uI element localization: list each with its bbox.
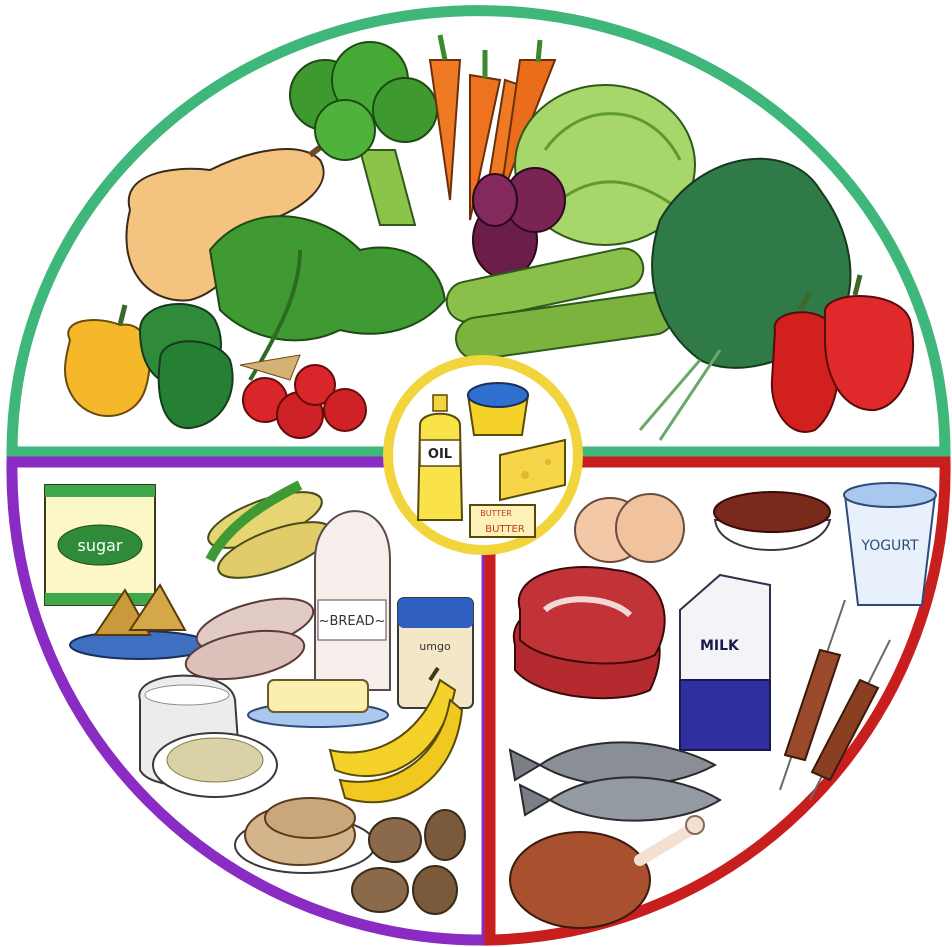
potatoes-image [352,810,465,914]
sugar-packet-image: sugar [45,485,155,605]
margarine-tub-image [468,383,528,435]
green-peppers-image [140,304,233,428]
broccoli-image [290,42,437,225]
butter-top-label: BUTTER [480,509,512,518]
sweet-potatoes-image [182,588,319,687]
oil-label: OIL [428,447,452,462]
milk-label: MILK [700,638,740,654]
flatbreads-image [235,798,375,873]
protein-group: YOGURT MILK [510,483,936,928]
milk-carton-image: MILK [680,575,770,750]
red-onions-image [473,168,565,278]
yellow-pepper-image [65,305,150,416]
yogurt-label: YOGURT [860,538,919,554]
bread-label: ~BREAD~ [319,614,386,629]
sugar-label: sugar [77,536,122,555]
beans-bowl-image [714,492,830,550]
starch-group: sugar ~BREAD~ umgo [45,481,473,914]
kebabs-image [780,600,890,800]
chicken-leg-image [510,816,704,928]
fats-center: OIL BUTTER BUTTER [388,360,578,550]
steaks-image [514,567,665,698]
eggs-image [575,494,684,562]
tomatoes-image [243,365,366,438]
butter-block-image: BUTTER BUTTER [470,505,535,537]
butter-side-label: BUTTER [485,524,525,535]
umgo-label: umgo [419,640,451,653]
butter-dish-image [248,680,388,727]
rice-bowl-image [153,733,277,797]
yogurt-cup-image: YOGURT [844,483,936,605]
fish-image [510,742,720,820]
spinach-image [210,216,445,380]
bread-image: ~BREAD~ [315,511,390,690]
